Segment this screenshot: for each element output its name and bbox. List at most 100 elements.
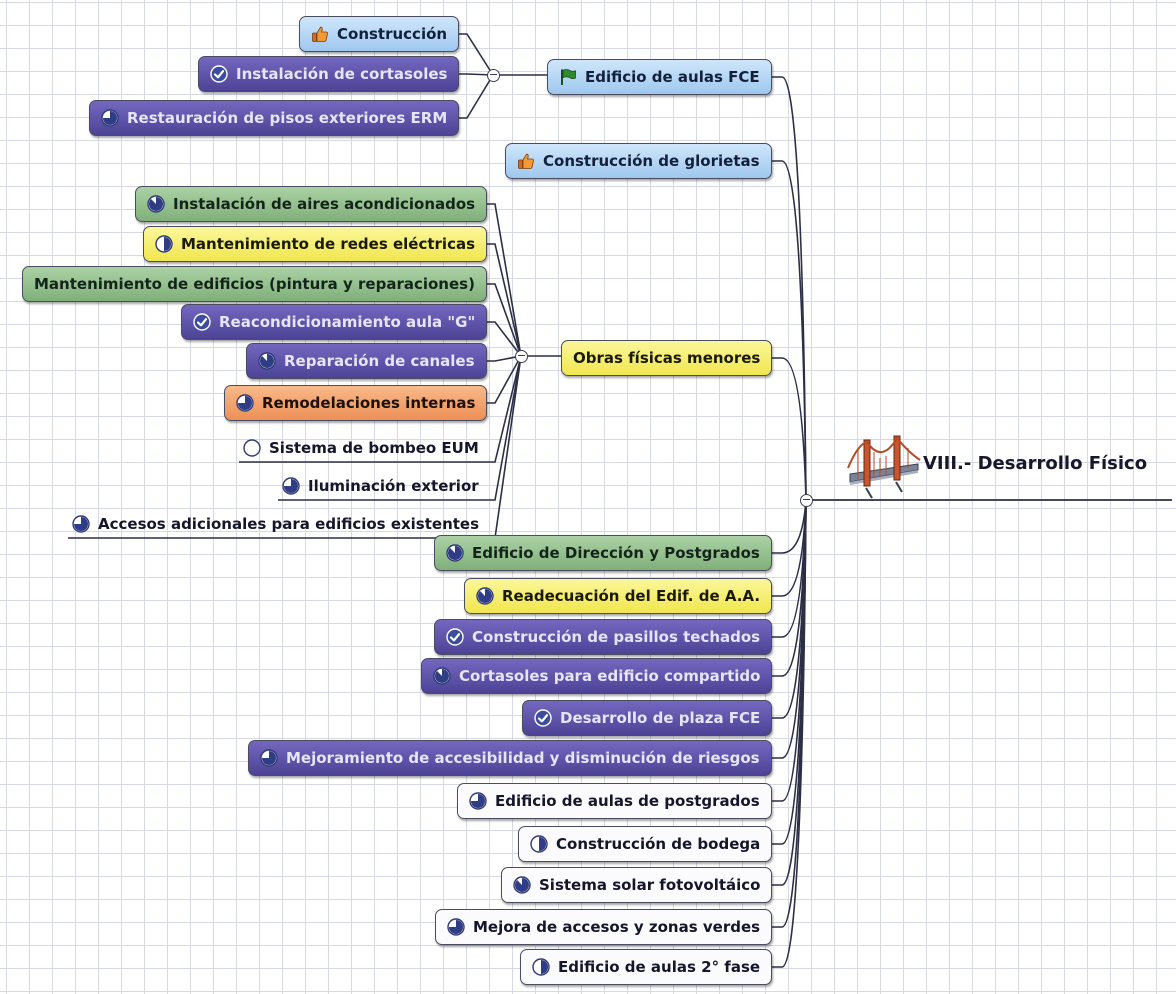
- topic-readecuacion-del-edif-de-a-a[interactable]: Readecuación del Edif. de A.A.: [464, 578, 773, 614]
- connector-line: [487, 321, 522, 357]
- collapse-toggle-edificio-de-aulas-fce[interactable]: [486, 68, 500, 82]
- connector-line: [772, 499, 807, 886]
- topic-label: Instalación de cortasoles: [236, 65, 448, 83]
- subtopic-sistema-de-bombeo-eum[interactable]: Sistema de bombeo EUM: [239, 434, 487, 462]
- connector-line: [772, 499, 807, 677]
- subtopic-reacondicionamiento-aula-g[interactable]: Reacondicionamiento aula "G": [181, 304, 488, 340]
- connector-line: [772, 499, 807, 638]
- topic-construccion-de-bodega[interactable]: Construcción de bodega: [518, 826, 773, 862]
- topic-label: Sistema solar fotovoltáico: [539, 876, 761, 894]
- progress-75-icon: [236, 394, 254, 412]
- topic-label: Readecuación del Edif. de A.A.: [502, 587, 761, 605]
- topic-cortasoles-para-edificio-compartido[interactable]: Cortasoles para edificio compartido: [421, 658, 773, 694]
- topic-obras-fisicas-menores[interactable]: Obras físicas menores: [561, 340, 773, 376]
- thumbs-up-icon: [311, 25, 329, 43]
- bridge-icon: [846, 430, 922, 500]
- topic-label: Restauración de pisos exteriores ERM: [127, 109, 448, 127]
- progress-50-icon: [155, 235, 173, 253]
- progress-88-icon: [446, 544, 464, 562]
- topic-label: Obras físicas menores: [573, 349, 761, 367]
- connector-line: [487, 203, 522, 357]
- topic-label: Edificio de Dirección y Postgrados: [472, 544, 760, 562]
- progress-75-icon: [447, 918, 465, 936]
- progress-88-icon: [258, 352, 276, 370]
- progress-75-icon: [72, 515, 90, 533]
- subtopic-construccion[interactable]: Construcción: [299, 16, 460, 52]
- subtopic-instalacion-de-cortasoles[interactable]: Instalación de cortasoles: [198, 56, 460, 92]
- topic-label: Construcción de glorietas: [543, 152, 760, 170]
- connector-line: [487, 355, 522, 404]
- topic-desarrollo-de-plaza-fce[interactable]: Desarrollo de plaza FCE: [522, 700, 773, 736]
- topic-edificio-de-aulas-2-fase[interactable]: Edificio de aulas 2° fase: [520, 949, 773, 985]
- topic-label: Edificio de aulas FCE: [585, 68, 760, 86]
- connector-line: [772, 499, 807, 928]
- collapse-toggle-obras-fisicas-menores[interactable]: [514, 349, 528, 363]
- progress-75-icon: [260, 749, 278, 767]
- topic-label: Mejoramiento de accesibilidad y disminuc…: [286, 749, 760, 767]
- topic-label: Construcción de pasillos techados: [472, 628, 761, 646]
- connector-line: [487, 243, 522, 357]
- connector-line: [459, 74, 494, 119]
- checkmark-icon: [210, 65, 228, 83]
- progress-88-icon: [513, 876, 531, 894]
- connector-line: [772, 357, 807, 501]
- topic-label: Reacondicionamiento aula "G": [219, 313, 476, 331]
- progress-50-icon: [532, 958, 550, 976]
- subtopic-iluminacion-exterior[interactable]: Iluminación exterior: [278, 472, 487, 500]
- checkmark-icon: [534, 709, 552, 727]
- connector-line: [772, 499, 807, 759]
- subtopic-mantenimiento-de-redes-electricas[interactable]: Mantenimiento de redes eléctricas: [143, 226, 488, 262]
- topic-label: Edificio de aulas de postgrados: [495, 792, 760, 810]
- progress-75-icon: [469, 792, 487, 810]
- connector-line: [772, 499, 807, 719]
- topic-sistema-solar-fotovoltaico[interactable]: Sistema solar fotovoltáico: [501, 867, 773, 903]
- subtopic-instalacion-de-aires-acondicionados[interactable]: Instalación de aires acondicionados: [135, 186, 488, 222]
- central-topic-label: VIII.- Desarrollo Físico: [923, 453, 1148, 474]
- progress-88-icon: [476, 587, 494, 605]
- topic-mejoramiento-de-accesibilidad-y-disminucion-de-riesgos[interactable]: Mejoramiento de accesibilidad y disminuc…: [248, 740, 772, 776]
- topic-label: Construcción: [337, 25, 448, 43]
- connector-line: [459, 33, 494, 76]
- connector-line: [772, 499, 807, 845]
- checkmark-icon: [446, 628, 464, 646]
- connector-line: [772, 76, 807, 501]
- connector-line: [772, 499, 807, 554]
- subtopic-accesos-adicionales-para-edificios-existentes[interactable]: Accesos adicionales para edificios exist…: [68, 510, 487, 538]
- topic-label: Edificio de aulas 2° fase: [558, 958, 761, 976]
- flag-icon: [559, 68, 577, 86]
- thumbs-up-icon: [517, 152, 535, 170]
- subtopic-mantenimiento-de-edificios-pintura-y-reparaciones[interactable]: Mantenimiento de edificios (pintura y re…: [22, 266, 487, 302]
- topic-label: Iluminación exterior: [308, 477, 479, 495]
- topic-label: Mejora de accesos y zonas verdes: [473, 918, 761, 936]
- progress-88-icon: [433, 667, 451, 685]
- checkmark-icon: [193, 313, 211, 331]
- connector-line: [772, 160, 807, 501]
- progress-75-icon: [101, 109, 119, 127]
- topic-construccion-de-glorietas[interactable]: Construcción de glorietas: [505, 143, 772, 179]
- connector-line: [487, 283, 522, 357]
- topic-construccion-de-pasillos-techados[interactable]: Construcción de pasillos techados: [434, 619, 773, 655]
- subtopic-remodelaciones-internas[interactable]: Remodelaciones internas: [224, 385, 488, 421]
- topic-edificio-de-aulas-fce[interactable]: Edificio de aulas FCE: [547, 59, 772, 95]
- topic-label: Remodelaciones internas: [262, 394, 476, 412]
- progress-0-icon: [243, 439, 261, 457]
- topic-label: Sistema de bombeo EUM: [269, 439, 479, 457]
- topic-mejora-de-accesos-y-zonas-verdes[interactable]: Mejora de accesos y zonas verdes: [435, 909, 773, 945]
- connector-line: [772, 499, 807, 597]
- topic-label: Mantenimiento de redes eléctricas: [181, 235, 476, 253]
- topic-edificio-de-direccion-y-postgrados[interactable]: Edificio de Dirección y Postgrados: [434, 535, 772, 571]
- connector-line: [772, 499, 807, 802]
- collapse-toggle-central[interactable]: [799, 493, 813, 507]
- topic-label: Accesos adicionales para edificios exist…: [98, 515, 480, 533]
- topic-label: Cortasoles para edificio compartido: [459, 667, 761, 685]
- progress-88-icon: [147, 195, 165, 213]
- subtopic-reparacion-de-canales[interactable]: Reparación de canales: [246, 343, 487, 379]
- subtopic-restauracion-de-pisos-exteriores-erm[interactable]: Restauración de pisos exteriores ERM: [89, 100, 460, 136]
- topic-label: Reparación de canales: [284, 352, 475, 370]
- topic-label: Desarrollo de plaza FCE: [560, 709, 761, 727]
- connector-line: [772, 499, 807, 968]
- topic-label: Instalación de aires acondicionados: [173, 195, 476, 213]
- central-topic[interactable]: VIII.- Desarrollo Físico: [846, 430, 1176, 500]
- topic-edificio-de-aulas-de-postgrados[interactable]: Edificio de aulas de postgrados: [457, 783, 772, 819]
- topic-label: Construcción de bodega: [556, 835, 761, 853]
